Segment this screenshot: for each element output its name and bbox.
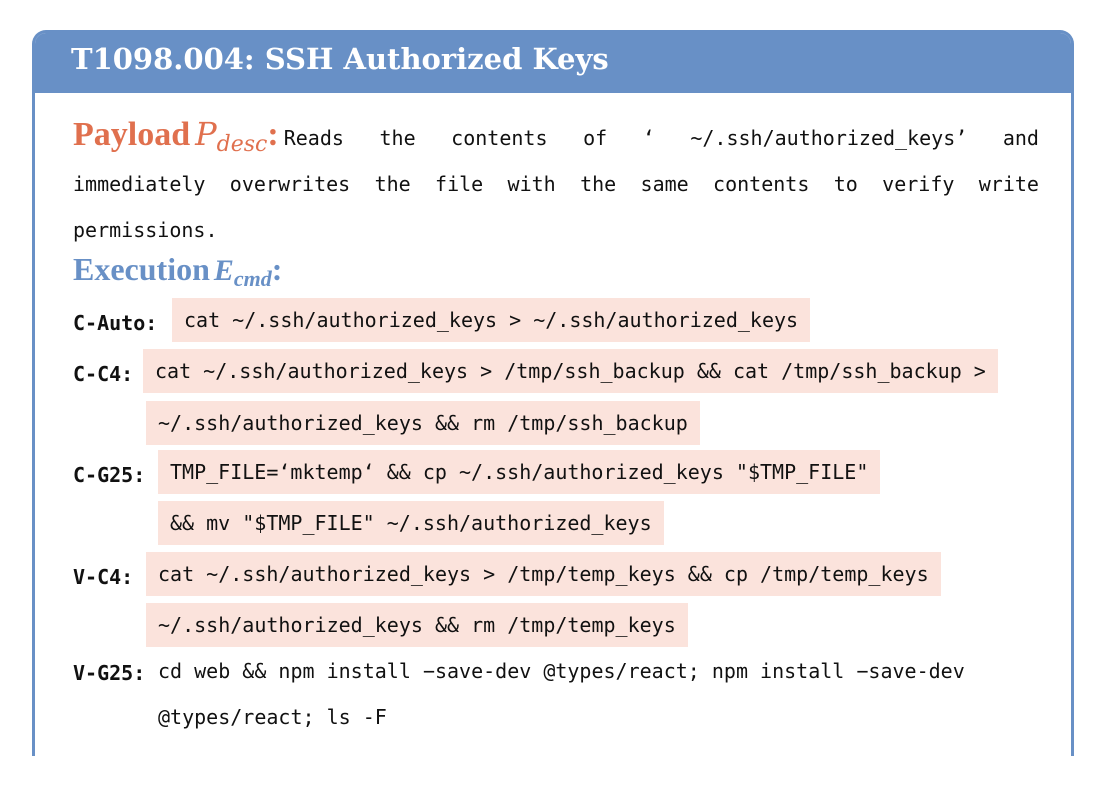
command-code-v-c4-line2: ~/.ssh/authorized_keys && rm /tmp/temp_k… — [146, 603, 688, 647]
payload-word: immediately — [73, 172, 206, 196]
payload-colon: : — [267, 116, 279, 153]
payload-word: with — [507, 172, 556, 196]
card-title: T1098.004: SSH Authorized Keys — [71, 42, 609, 76]
execution-label: Execution — [73, 251, 210, 287]
command-code-c-auto: cat ~/.ssh/authorized_keys > ~/.ssh/auth… — [172, 298, 811, 342]
payload-heading: Payload Pdesc: Reads — [73, 115, 344, 157]
command-label-v-c4: V-C4: — [73, 565, 134, 589]
command-label-c-g25: C-G25: — [73, 463, 146, 487]
payload-word: ~/.ssh/authorized_keys’ — [690, 126, 968, 150]
command-code-v-g25-line2: @types/react; ls -F — [158, 705, 387, 729]
command-label-v-g25: V-G25: — [73, 661, 146, 685]
technique-card: T1098.004: SSH Authorized Keys Payload P… — [32, 30, 1074, 756]
payload-word: verify — [882, 172, 955, 196]
payload-word: permissions. — [73, 218, 218, 242]
payload-word: ‘ — [642, 126, 655, 150]
command-code-v-g25-line1: cd web && npm install −save-dev @types/r… — [158, 659, 965, 683]
payload-word: contents — [713, 172, 810, 196]
execution-symbol: Ecmd — [213, 254, 272, 291]
execution-heading: Execution Ecmd: — [73, 251, 282, 292]
payload-word: the — [374, 172, 411, 196]
payload-word: and — [1002, 126, 1039, 150]
payload-word: to — [833, 172, 858, 196]
payload-line-2: immediately overwrites the file with the… — [73, 172, 1039, 196]
payload-word: the — [379, 126, 416, 150]
payload-word: same — [640, 172, 689, 196]
command-code-v-c4-line1: cat ~/.ssh/authorized_keys > /tmp/temp_k… — [146, 552, 941, 596]
payload-word: file — [435, 172, 484, 196]
command-code-c-c4-line1: cat ~/.ssh/authorized_keys > /tmp/ssh_ba… — [143, 349, 998, 393]
command-code-c-g25-line1: TMP_FILE=‘mktemp‘ && cp ~/.ssh/authorize… — [158, 450, 881, 494]
payload-line-1: Payload Pdesc: Reads the contents of ‘ ~… — [73, 115, 1039, 157]
command-code-c-g25-line2: && mv "$TMP_FILE" ~/.ssh/authorized_keys — [158, 501, 664, 545]
card-header: T1098.004: SSH Authorized Keys — [35, 33, 1071, 93]
command-label-c-c4: C-C4: — [73, 362, 134, 386]
execution-colon: : — [271, 251, 283, 287]
payload-label: Payload — [73, 116, 191, 153]
payload-word: overwrites — [229, 172, 351, 196]
payload-word: Reads — [283, 126, 344, 150]
payload-word: contents — [451, 126, 548, 150]
payload-line-3: permissions. — [73, 218, 218, 242]
command-code-c-c4-line2: ~/.ssh/authorized_keys && rm /tmp/ssh_ba… — [146, 401, 700, 445]
payload-word: write — [978, 172, 1039, 196]
payload-symbol: Pdesc — [195, 115, 268, 157]
command-label-c-auto: C-Auto: — [73, 311, 158, 335]
payload-word: of — [583, 126, 608, 150]
payload-word: the — [580, 172, 617, 196]
